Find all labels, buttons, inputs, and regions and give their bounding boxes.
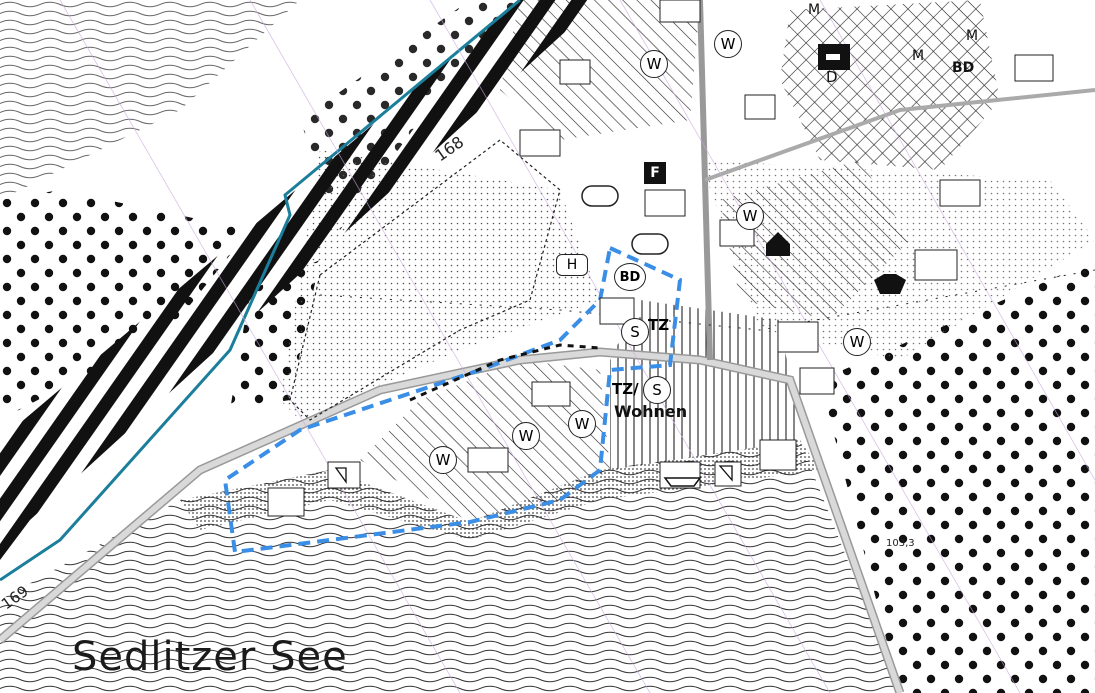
residential-marker-w: W — [568, 410, 596, 438]
sail-icon-2 — [718, 465, 733, 482]
plan-boundary — [222, 245, 683, 555]
mixed-use-label-m: M — [966, 28, 979, 44]
hotel-marker-h: H — [556, 254, 588, 276]
sail-icon — [334, 467, 347, 485]
tourism-zone-label: TZ — [648, 316, 670, 334]
fire-station-label: F — [644, 162, 666, 184]
tourism-zone-label-2: TZ/ — [612, 380, 639, 398]
power-line — [319, 269, 1095, 331]
monument-label-bd: BD — [952, 60, 975, 76]
ship-icon — [663, 477, 702, 487]
residential-marker-w: W — [714, 30, 742, 58]
buildings — [267, 0, 1054, 517]
residential-marker-w: W — [736, 202, 764, 230]
residential-marker-w: W — [429, 446, 457, 474]
forest-right — [820, 260, 1095, 693]
village-label-d: D — [826, 68, 838, 86]
mixed-use-label-m: M — [912, 48, 925, 64]
main-road-inner — [0, 348, 903, 693]
house-icon — [766, 232, 790, 256]
grid-lines — [59, 0, 1095, 693]
monument-marker-bd: BD — [614, 263, 646, 291]
residential-marker-w: W — [843, 328, 871, 356]
embankment-triangles — [409, 343, 601, 402]
special-marker-s: S — [643, 376, 671, 404]
east-road — [704, 88, 1095, 182]
residential-use-label: Wohnen — [614, 402, 688, 421]
residential-marker-w: W — [512, 422, 540, 450]
elevation-label: 103,3 — [886, 538, 915, 549]
lake-top-left — [0, 0, 300, 200]
forest-left — [0, 190, 250, 420]
hexagon-icon — [874, 274, 906, 294]
pool-icon — [581, 185, 619, 207]
village-core — [780, 0, 1000, 170]
church-cross-icon — [826, 54, 840, 60]
residential-east — [720, 160, 910, 320]
tourism-zone — [610, 300, 800, 470]
pool-icon-2 — [631, 233, 669, 255]
field-boundary — [289, 139, 561, 421]
lake-name-label: Sedlitzer See — [72, 634, 348, 680]
special-marker-s: S — [621, 318, 649, 346]
canal — [0, 0, 521, 582]
residential-marker-w: W — [640, 50, 668, 78]
mixed-use-label-m: M — [808, 2, 821, 18]
